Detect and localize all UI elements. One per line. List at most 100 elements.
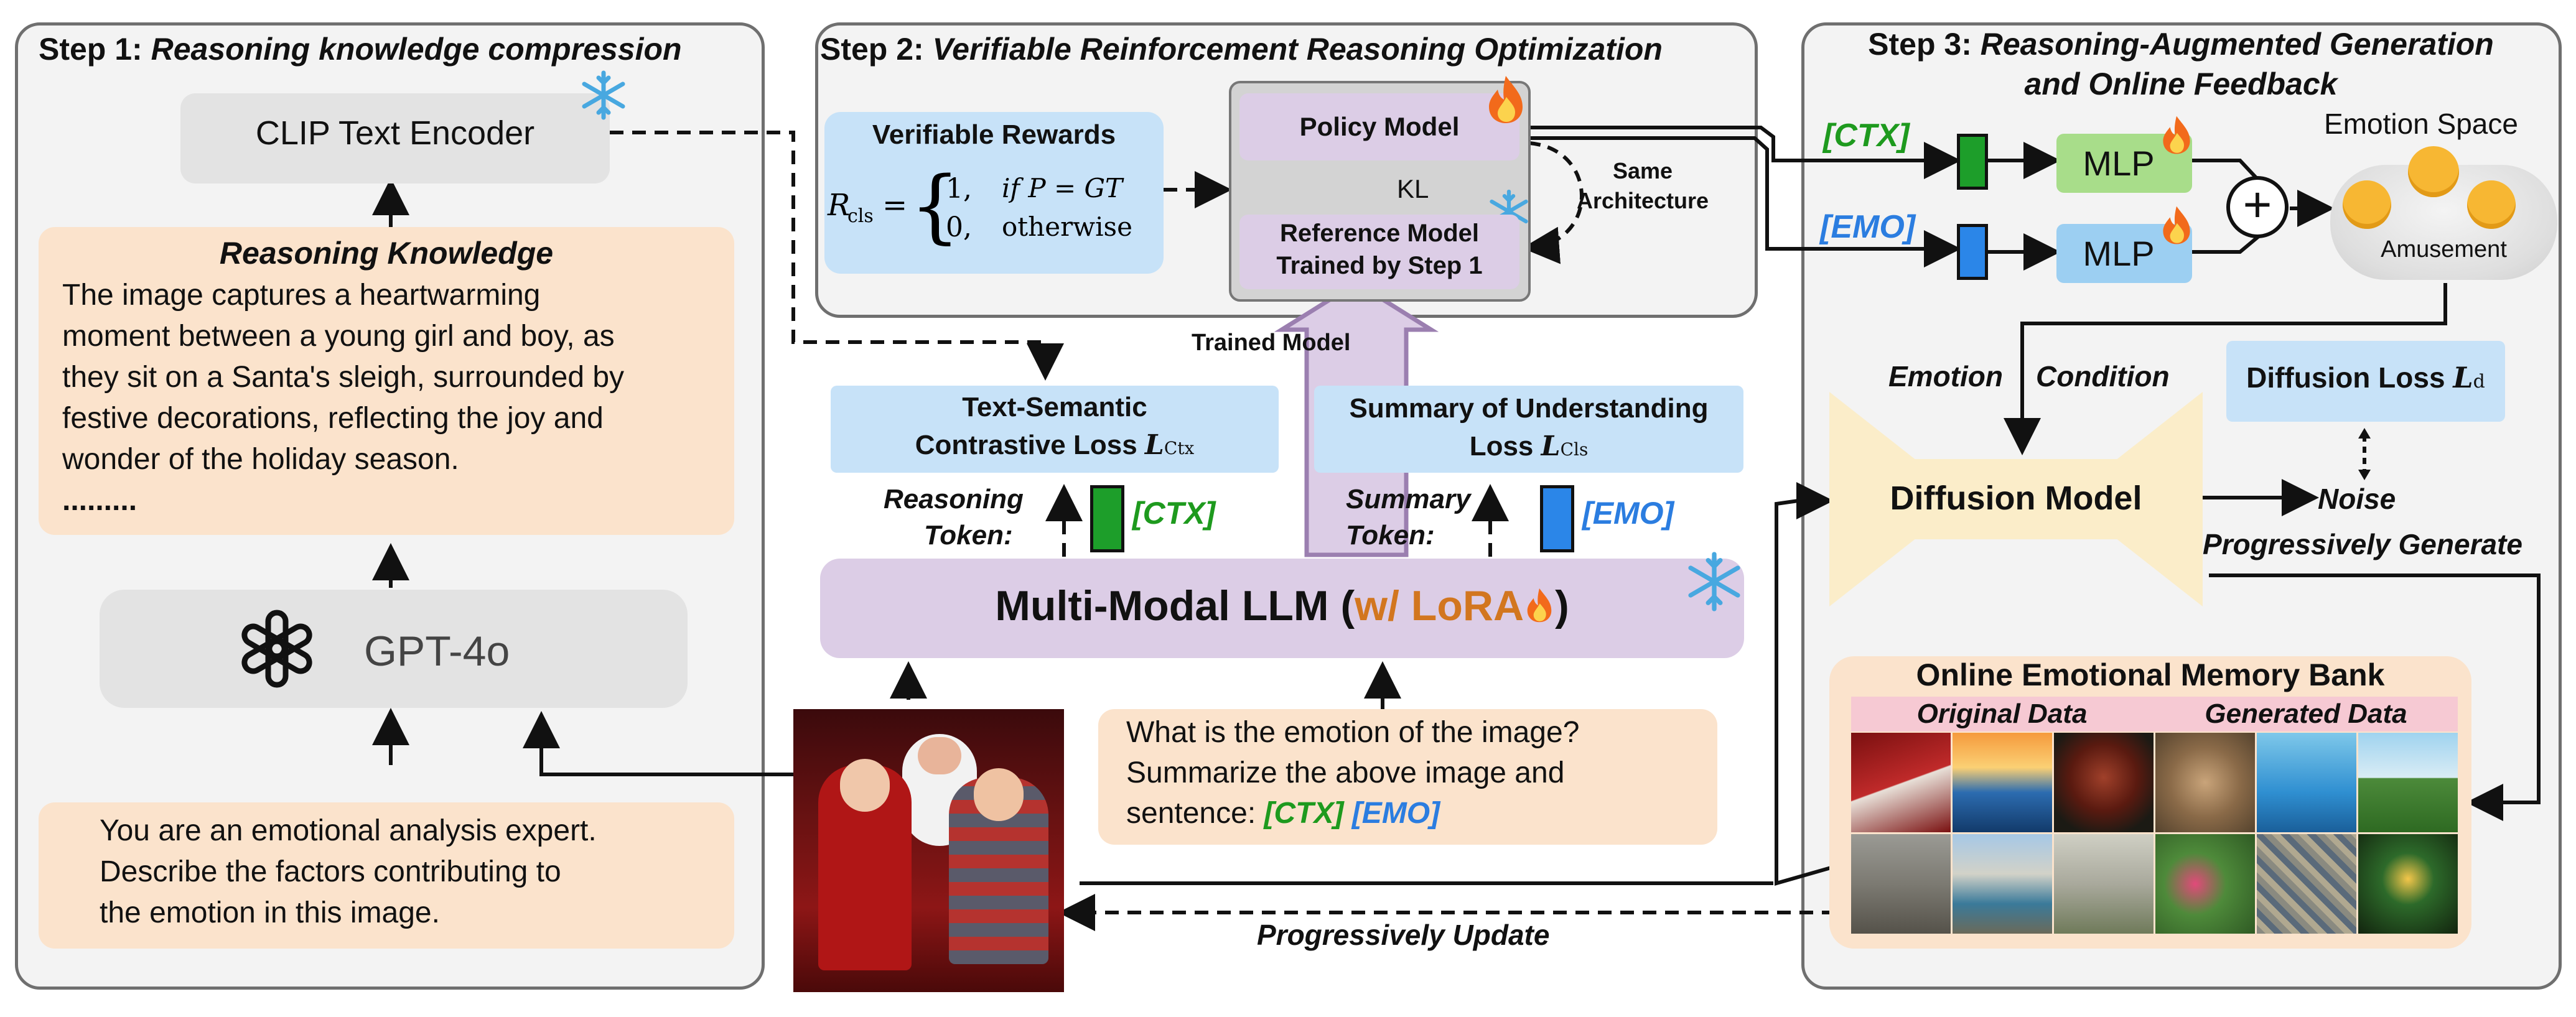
- reward-formula: R cls = { 1, if P = GT 0, otherwise: [828, 160, 1132, 253]
- prompt-line-2: Describe the factors contributing to: [100, 855, 561, 888]
- thumbnail-original-runners: [1953, 834, 2052, 934]
- question-box: [1098, 709, 1717, 845]
- multimodal-llm-box: [820, 559, 1744, 658]
- thumbnail-original-sunset: [1953, 733, 2052, 832]
- thumbnail-original-graves: [2054, 834, 2154, 934]
- same-architecture-line-1: Same: [1612, 158, 1673, 183]
- emotion-space-label: Emotion Space: [2324, 108, 2518, 140]
- diffusion-loss-box: [2226, 341, 2505, 422]
- diffusion-loss-label: Diffusion Loss Ld: [2246, 361, 2485, 394]
- step3-title-line-1: Step 3: Reasoning-Augmented Generation: [1868, 27, 2494, 62]
- thumbnail-generated-water: [2257, 733, 2356, 832]
- reference-model-line-1: Reference Model: [1279, 220, 1480, 247]
- emo-token-label: [EMO]: [1582, 496, 1674, 531]
- emo-token-block: [1540, 485, 1574, 552]
- thumbnail-generated-soccer: [2358, 733, 2458, 832]
- memory-bank-title: Online Emotional Memory Bank: [1916, 657, 2385, 692]
- summary-token-label-2: Token:: [1346, 520, 1435, 550]
- prompt-line-3: the emotion in this image.: [100, 896, 440, 929]
- summary-loss-line-1: Summary of Understanding: [1349, 393, 1709, 424]
- verifiable-rewards-box: [824, 112, 1164, 274]
- boy-face: [974, 768, 1024, 821]
- snowflake-icon: [582, 70, 625, 120]
- thumbnail-generated-cat: [2155, 733, 2255, 832]
- reasoning-token-label-1: Reasoning: [884, 484, 1024, 514]
- diffusion-model-label: Diffusion Model: [1890, 480, 2142, 517]
- same-architecture-line-2: Architecture: [1576, 188, 1709, 213]
- step3-ctx-token-block: [1957, 134, 1988, 190]
- step3-title-line-2: and Online Feedback: [2024, 67, 2338, 101]
- face-icon: [2343, 180, 2391, 229]
- policy-model-box: [1239, 93, 1519, 160]
- clip-text-encoder-label: CLIP Text Encoder: [255, 114, 535, 152]
- fire-icon: [2163, 206, 2190, 244]
- ctx-token-block: [1090, 485, 1124, 552]
- progressively-generate-label: Progressively Generate: [2203, 528, 2522, 560]
- reference-model-box: [1239, 215, 1519, 289]
- original-data-label: Original Data: [1916, 699, 2088, 729]
- face-icon: [2408, 146, 2459, 197]
- santa-face: [918, 737, 961, 774]
- plus-circle: [2226, 176, 2289, 238]
- summary-loss-line-2: Loss LCls: [1469, 430, 1589, 462]
- multimodal-llm-label: Multi-Modal LLM (w/ LoRA ): [995, 582, 1569, 629]
- thumbnail-original-santa: [1851, 733, 1951, 832]
- fire-icon: [1524, 585, 1555, 623]
- reasoning-knowledge-line-5: wonder of the holiday season.: [62, 443, 459, 476]
- reasoning-knowledge-box: [39, 227, 734, 535]
- thumbnail-generated-flowers: [2155, 834, 2255, 934]
- thumbnail-original-zombie: [2054, 733, 2154, 832]
- summary-loss-box: [1314, 386, 1743, 473]
- emotion-condition-label-b: Condition: [2036, 360, 2170, 392]
- snowflake-icon: [1688, 552, 1740, 611]
- policy-model-label: Policy Model: [1299, 112, 1460, 141]
- step3-emo-label: [EMO]: [1820, 209, 1916, 245]
- reasoning-knowledge-line-4: festive decorations, reflecting the joy …: [62, 402, 604, 435]
- step2-title: Step 2: Verifiable Reinforcement Reasoni…: [820, 32, 1663, 67]
- question-line-3: sentence: [CTX] [EMO]: [1126, 797, 1440, 830]
- reasoning-knowledge-line-3: they sit on a Santa's sleigh, surrounded…: [62, 361, 625, 394]
- thumbnail-generated-tree: [2358, 834, 2458, 934]
- kl-label: KL: [1397, 174, 1429, 203]
- summary-token-label-1: Summary: [1346, 484, 1471, 514]
- plus-symbol: +: [2242, 177, 2272, 232]
- thumbnail-generated-trash: [2257, 834, 2356, 934]
- prompt-line-1: You are an emotional analysis expert.: [100, 814, 597, 847]
- fire-icon: [2163, 116, 2190, 154]
- mlp-emo-label: MLP: [2083, 234, 2155, 273]
- clip-text-encoder-box: [180, 93, 610, 183]
- girl-face: [840, 759, 890, 812]
- question-line-1: What is the emotion of the image?: [1126, 716, 1580, 749]
- emotion-condition-label-a: Emotion: [1888, 360, 2003, 392]
- noise-label: Noise: [2318, 483, 2396, 515]
- gpt4o-label: GPT-4o: [364, 628, 510, 675]
- fire-icon: [1489, 76, 1523, 123]
- reference-model-line-2: Trained by Step 1: [1276, 252, 1483, 279]
- mlp-ctx-label: MLP: [2083, 144, 2155, 183]
- text-semantic-loss-line-1: Text-Semantic: [962, 392, 1147, 422]
- input-image-santa: [793, 709, 1064, 992]
- verifiable-rewards-title: Verifiable Rewards: [872, 119, 1116, 150]
- question-line-2: Summarize the above image and: [1126, 756, 1565, 789]
- text-semantic-loss-line-2: Contrastive Loss LCtx: [915, 429, 1195, 461]
- thumbnail-original-street: [1851, 834, 1951, 934]
- step3-emo-token-block: [1957, 224, 1988, 280]
- reward-brace: {: [910, 160, 961, 253]
- reasoning-token-label-2: Token:: [924, 520, 1013, 550]
- reasoning-knowledge-line-2: moment between a young girl and boy, as: [62, 320, 615, 353]
- text-semantic-loss-box: [831, 386, 1279, 473]
- ctx-token-label: [CTX]: [1132, 496, 1216, 531]
- step1-title: Step 1: Reasoning knowledge compression: [39, 32, 682, 67]
- generated-data-label: Generated Data: [2205, 699, 2407, 729]
- trained-model-label: Trained Model: [1192, 330, 1351, 356]
- gpt4o-box: [100, 590, 688, 708]
- progressively-update-label: Progressively Update: [1257, 919, 1550, 951]
- reasoning-knowledge-title: Reasoning Knowledge: [219, 236, 554, 271]
- amusement-label: Amusement: [2381, 236, 2507, 262]
- openai-logo-icon: [241, 610, 312, 688]
- reasoning-knowledge-line-1: The image captures a heartwarming: [62, 279, 541, 312]
- face-icon: [2467, 180, 2516, 229]
- memory-bank-header: [1851, 697, 2458, 731]
